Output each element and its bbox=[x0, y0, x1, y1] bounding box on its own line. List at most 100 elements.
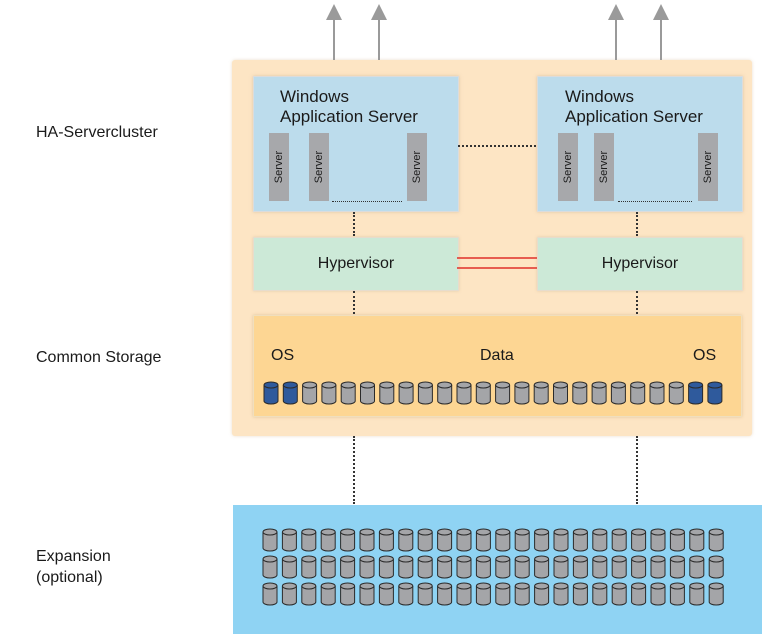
expansion-disk bbox=[417, 555, 433, 579]
expansion-disk bbox=[281, 582, 297, 606]
expansion-disk bbox=[475, 528, 491, 552]
expansion-disk bbox=[359, 555, 375, 579]
expansion-disk bbox=[611, 555, 627, 579]
expansion-disk bbox=[359, 528, 375, 552]
expansion-disk bbox=[340, 582, 356, 606]
expansion-disk bbox=[708, 555, 724, 579]
expansion-disk bbox=[631, 555, 647, 579]
data-disk bbox=[360, 381, 375, 405]
expansion-disk bbox=[572, 555, 588, 579]
data-disk bbox=[630, 381, 646, 405]
os-disk bbox=[707, 381, 723, 405]
server-block: Server bbox=[269, 133, 289, 201]
data-disk bbox=[610, 381, 626, 405]
expansion-disk bbox=[650, 582, 666, 606]
expansion-disk bbox=[398, 555, 414, 579]
expansion-disk bbox=[456, 555, 472, 579]
connector-left-hypervisor-storage bbox=[353, 291, 355, 314]
expansion-disk bbox=[378, 555, 394, 579]
expansion-disk bbox=[572, 528, 588, 552]
data-disk bbox=[572, 381, 588, 405]
expansion-disk bbox=[669, 582, 685, 606]
disk-layer bbox=[262, 381, 724, 606]
expansion-disk bbox=[592, 555, 608, 579]
was-left-title-line1: Windows bbox=[280, 87, 349, 106]
cluster-link-line bbox=[458, 145, 536, 147]
expansion-disk bbox=[553, 582, 569, 606]
expansion-disk bbox=[281, 528, 297, 552]
expansion-disk bbox=[437, 582, 453, 606]
expansion-disk bbox=[534, 528, 550, 552]
data-disk bbox=[553, 381, 568, 405]
expansion-disk bbox=[340, 528, 356, 552]
data-disk bbox=[417, 381, 433, 405]
expansion-disk bbox=[534, 582, 550, 606]
storage-os-left-label: OS bbox=[271, 347, 295, 364]
connector-right-hypervisor-storage bbox=[636, 291, 638, 314]
uplink-arrows bbox=[326, 4, 669, 60]
expansion-disk bbox=[611, 528, 627, 552]
expansion-disk bbox=[534, 555, 550, 579]
expansion-disk bbox=[689, 555, 705, 579]
was-left-title-line2: Application Server bbox=[280, 107, 418, 126]
expansion-disk bbox=[689, 582, 705, 606]
os-disk bbox=[263, 381, 279, 405]
windows-app-server-left: Windows Application Server Server Server… bbox=[253, 76, 459, 212]
expansion-disk bbox=[495, 582, 511, 606]
expansion-disk bbox=[320, 582, 336, 606]
data-disk bbox=[340, 381, 356, 405]
common-storage-label: Common Storage bbox=[36, 349, 162, 366]
data-disk bbox=[475, 381, 491, 405]
expansion-disk bbox=[553, 528, 569, 552]
expansion-disk bbox=[592, 528, 608, 552]
data-disk bbox=[456, 381, 472, 405]
expansion-disk bbox=[669, 555, 685, 579]
data-disk bbox=[591, 381, 607, 405]
expansion-disk bbox=[669, 528, 685, 552]
expansion-disk bbox=[281, 555, 297, 579]
server-block: Server bbox=[407, 133, 427, 201]
os-disk bbox=[688, 381, 704, 405]
expansion-disk bbox=[592, 582, 608, 606]
expansion-disk bbox=[437, 555, 453, 579]
expansion-disk bbox=[378, 582, 394, 606]
data-disk bbox=[437, 381, 453, 405]
expansion-disk bbox=[378, 528, 394, 552]
expansion-disk bbox=[514, 582, 530, 606]
expansion-label: Expansion bbox=[36, 548, 111, 565]
expansion-disk bbox=[262, 528, 278, 552]
os-disk bbox=[282, 381, 298, 405]
expansion-disk bbox=[417, 582, 433, 606]
was-right-title-line1: Windows bbox=[565, 87, 634, 106]
expansion-disk bbox=[475, 582, 491, 606]
data-disk bbox=[514, 381, 530, 405]
expansion-disk bbox=[514, 528, 530, 552]
hypervisor-sync-lines bbox=[457, 257, 537, 269]
expansion-disk bbox=[456, 528, 472, 552]
expansion-disk bbox=[650, 555, 666, 579]
expansion-disk bbox=[553, 555, 569, 579]
expansion-disk bbox=[572, 582, 588, 606]
connector-right-storage-expansion bbox=[636, 436, 638, 504]
expansion-disk bbox=[359, 582, 375, 606]
expansion-disk bbox=[495, 528, 511, 552]
connector-left-storage-expansion bbox=[353, 436, 355, 504]
ha-servercluster-label: HA-Servercluster bbox=[36, 124, 158, 141]
expansion-disk bbox=[475, 555, 491, 579]
expansion-disk bbox=[301, 555, 317, 579]
expansion-disk bbox=[398, 582, 414, 606]
expansion-optional-label: (optional) bbox=[36, 569, 103, 586]
expansion-disk bbox=[398, 528, 414, 552]
data-disk bbox=[398, 381, 414, 405]
expansion-disk bbox=[495, 555, 511, 579]
was-right-title-line2: Application Server bbox=[565, 107, 703, 126]
server-ellipsis bbox=[332, 201, 402, 202]
expansion-disk bbox=[456, 582, 472, 606]
expansion-disk bbox=[689, 528, 705, 552]
data-disk bbox=[668, 381, 684, 405]
connector-right-was-hypervisor bbox=[636, 212, 638, 236]
expansion-disk bbox=[708, 582, 724, 606]
windows-app-server-right: Windows Application Server Server Server… bbox=[537, 76, 743, 212]
data-disk bbox=[321, 381, 337, 405]
